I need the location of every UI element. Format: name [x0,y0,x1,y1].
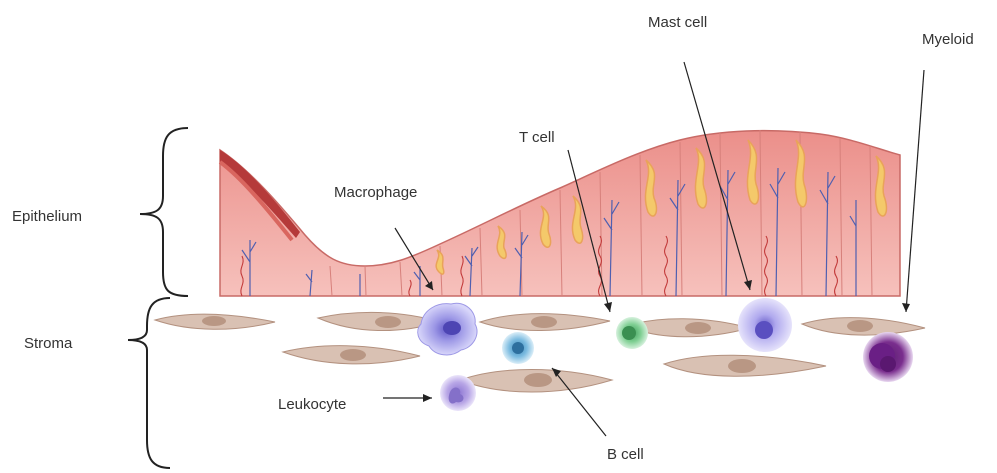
label-macrophage: Macrophage [334,184,417,201]
label-t-cell: T cell [519,129,555,146]
label-mast-cell: Mast cell [648,14,707,31]
label-b-cell: B cell [607,446,644,463]
epithelium-tissue [220,130,900,296]
stroma-fibroblasts [155,312,925,392]
epithelium-brace [140,128,188,296]
label-stroma: Stroma [24,335,73,352]
macrophage-cell [418,303,477,355]
stroma-brace [128,298,170,468]
leukocyte-cell [440,375,476,411]
label-leukocyte: Leukocyte [278,396,346,413]
label-myeloid: Myeloid [922,31,974,48]
label-epithelium: Epithelium [12,208,82,225]
